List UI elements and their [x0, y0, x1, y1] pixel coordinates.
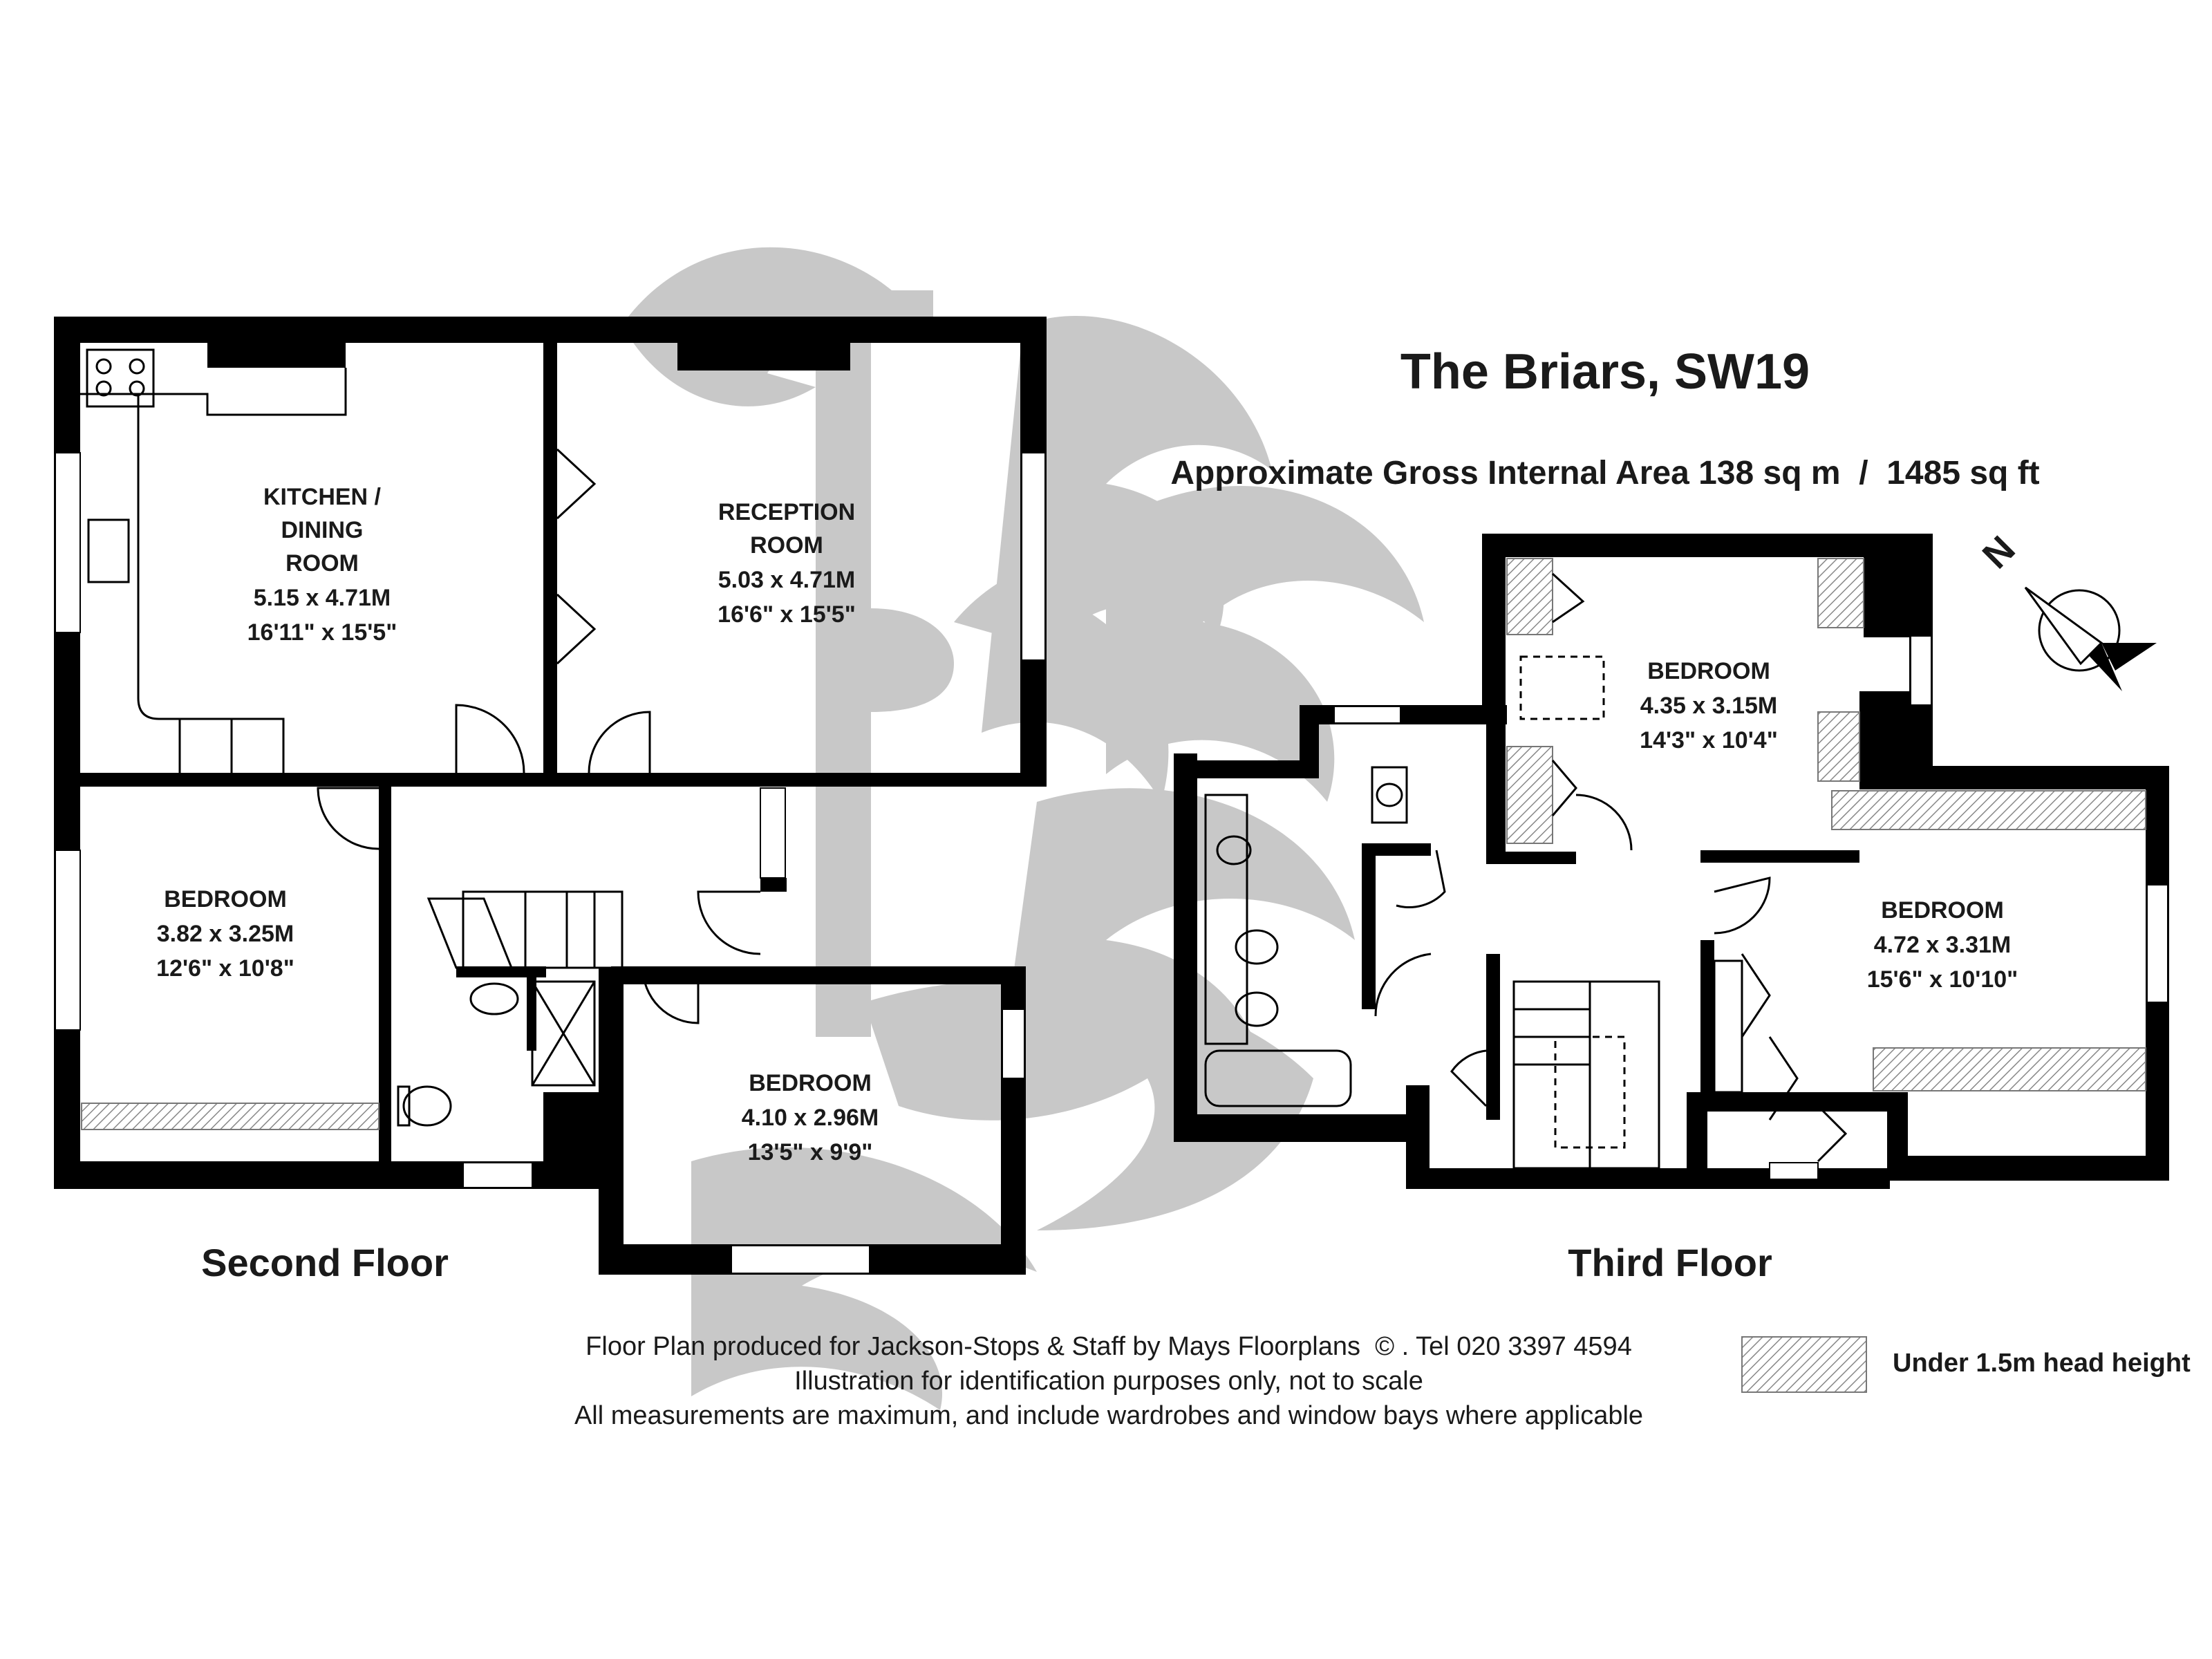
- third-floor-plan: [1174, 534, 2169, 1189]
- room-name: ROOM: [750, 532, 823, 559]
- third-floor-label: Third Floor: [1568, 1241, 1772, 1284]
- room-metric: 4.35 x 3.15M: [1640, 693, 1777, 719]
- room-bedroom-2f-west: BEDROOM 3.82 x 3.25M 12'6" x 10'8": [156, 886, 294, 982]
- room-bedroom-2f-south: BEDROOM 4.10 x 2.96M 13'5" x 9'9": [742, 1070, 879, 1165]
- room-reception: RECEPTION ROOM 5.03 x 4.71M 16'6" x 15'5…: [718, 499, 856, 628]
- room-kitchen-dining: KITCHEN / DINING ROOM 5.15 x 4.71M 16'11…: [247, 484, 397, 646]
- second-floor-plan: [54, 317, 1047, 1275]
- room-imperial: 13'5" x 9'9": [748, 1139, 873, 1165]
- room-imperial: 15'6" x 10'10": [1867, 966, 2018, 993]
- property-title: The Briars, SW19: [1400, 344, 1810, 400]
- north-compass: [2024, 586, 2157, 691]
- room-name: RECEPTION: [718, 499, 855, 525]
- room-metric: 4.10 x 2.96M: [742, 1105, 879, 1131]
- second-floor-label: Second Floor: [201, 1241, 449, 1284]
- room-name: BEDROOM: [749, 1070, 872, 1096]
- room-imperial: 12'6" x 10'8": [156, 955, 294, 982]
- room-metric: 3.82 x 3.25M: [157, 921, 294, 947]
- room-name: KITCHEN /: [263, 484, 382, 510]
- room-name: BEDROOM: [1881, 897, 2004, 924]
- room-name: DINING: [281, 517, 364, 543]
- room-metric: 5.03 x 4.71M: [718, 567, 855, 593]
- footer-measurements: All measurements are maximum, and includ…: [574, 1401, 1643, 1430]
- room-bedroom-3f-north: BEDROOM 4.35 x 3.15M 14'3" x 10'4": [1640, 658, 1778, 753]
- footer-disclaimer: Illustration for identification purposes…: [794, 1367, 1423, 1396]
- room-metric: 4.72 x 3.31M: [1874, 932, 2011, 958]
- room-bedroom-3f-east: BEDROOM 4.72 x 3.31M 15'6" x 10'10": [1867, 897, 2018, 993]
- room-imperial: 14'3" x 10'4": [1640, 727, 1778, 753]
- north-label: N: [1975, 528, 2023, 577]
- room-name: BEDROOM: [1647, 658, 1770, 684]
- gross-area: Approximate Gross Internal Area 138 sq m…: [1170, 455, 2039, 491]
- footer-credit: Floor Plan produced for Jackson-Stops & …: [585, 1332, 1632, 1361]
- room-metric: 5.15 x 4.71M: [254, 585, 391, 611]
- legend-swatch: [1741, 1336, 1867, 1393]
- room-imperial: 16'6" x 15'5": [718, 601, 856, 628]
- room-imperial: 16'11" x 15'5": [247, 619, 397, 646]
- room-name: ROOM: [285, 550, 359, 577]
- room-name: BEDROOM: [164, 886, 287, 912]
- legend-label: Under 1.5m head height: [1893, 1349, 2191, 1378]
- watermark-logo: [622, 247, 1424, 1410]
